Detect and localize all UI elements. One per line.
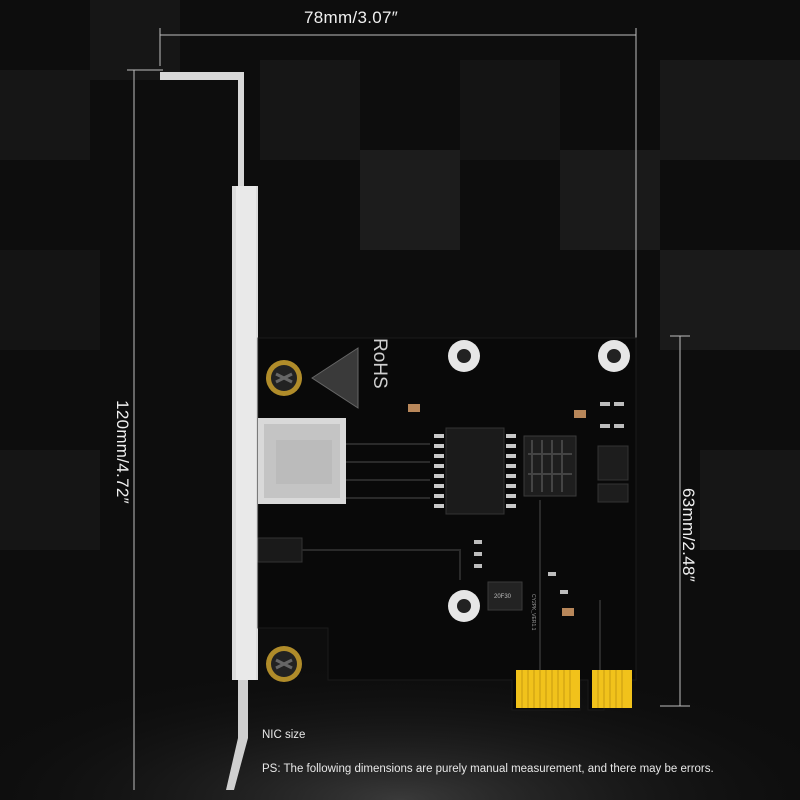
smd-components [474,402,624,594]
pcie-gold-contacts [516,670,632,708]
small-chip [597,483,629,503]
screw-holes [266,340,630,682]
height-dimension-label: 120mm/4.72″ [113,400,132,504]
pcb-board [257,337,637,711]
rohs-logo [311,347,359,409]
board-marking: CY2PK_VER1.1 [530,594,536,631]
eeprom-chip [597,445,629,481]
caption-title: NIC size [262,729,306,741]
pcb-traces [302,443,601,680]
status-led [257,537,303,563]
dimension-lines [127,28,690,790]
ethernet-controller-chip [434,427,516,515]
caption-note: PS: The following dimensions are purely … [262,763,714,775]
marked-chip [487,581,523,611]
rohs-text: RoHS [369,338,390,389]
heatsink [523,435,577,497]
chip-marking: 20F30 [494,594,512,600]
width-dimension-label: 78mm/3.07″ [304,8,399,27]
capacitors [408,404,586,616]
pcb-height-dimension-label: 63mm/2.48″ [679,487,698,583]
pci-bracket [160,72,258,790]
rj45-port [258,418,346,504]
